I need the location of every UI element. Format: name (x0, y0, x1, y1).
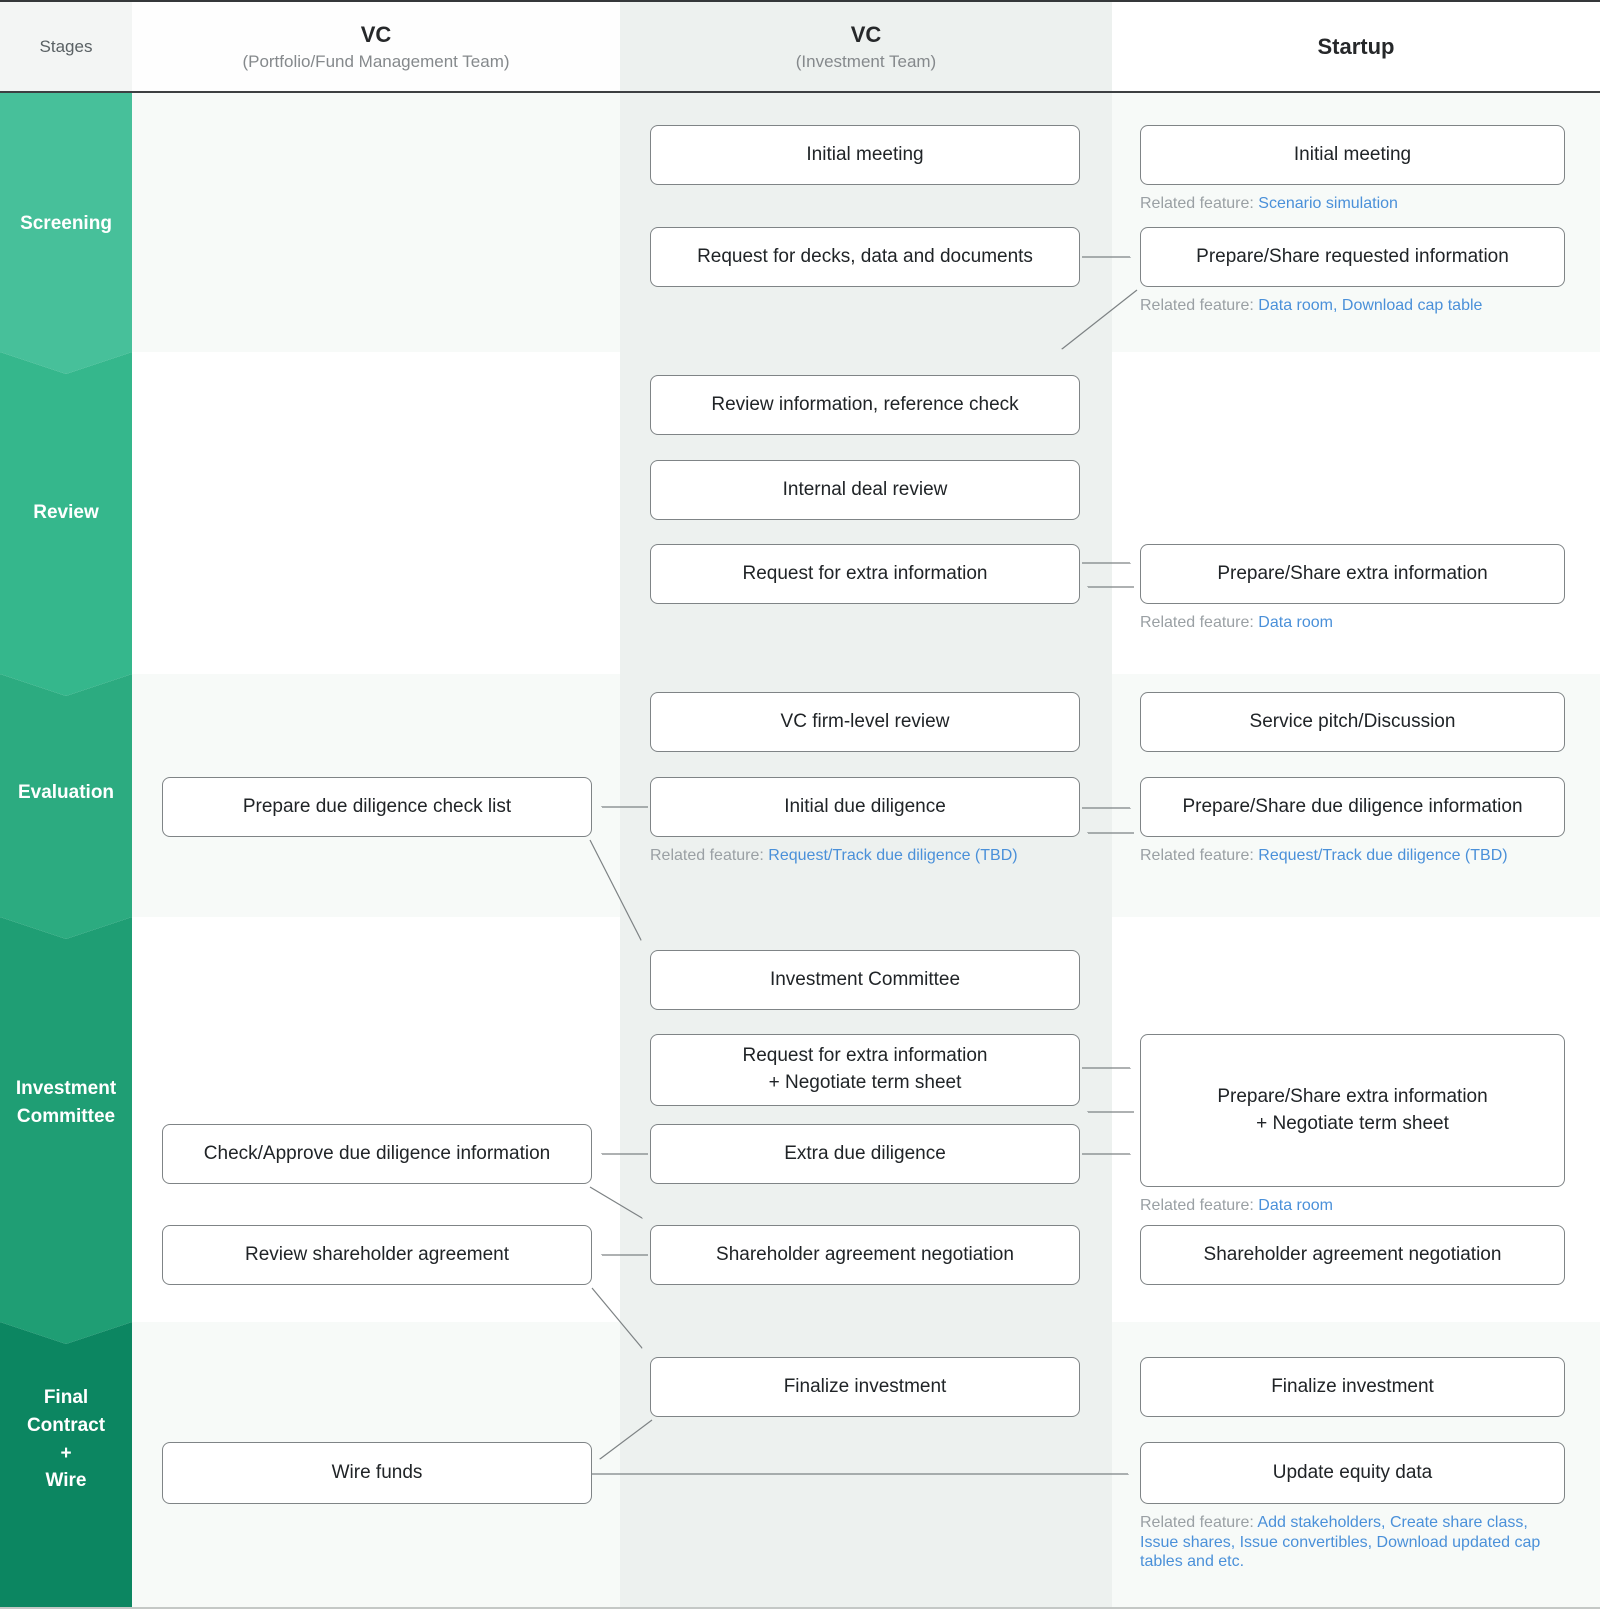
node-label: Shareholder agreement negotiation (1203, 1243, 1502, 1265)
related-feature-link[interactable]: Data room, Download cap table (1258, 297, 1483, 314)
related-feature: Related feature: Request/Track due dilig… (1140, 846, 1565, 866)
stage-review: Review (0, 352, 132, 696)
stage-label: Final Contract + Wire (26, 1387, 106, 1492)
node-label: Update equity data (1272, 1461, 1433, 1483)
node-prepare-requested-info: Prepare/Share requested information (1140, 227, 1565, 287)
node-prepare-extra-negotiate: Prepare/Share extra information + Negoti… (1140, 1034, 1565, 1187)
related-prefix: Related feature: (1140, 614, 1259, 631)
node-label: Initial meeting (1293, 143, 1412, 165)
stage-investment-committee: Investment Committee (0, 917, 132, 1344)
node-label: Prepare due diligence check list (242, 795, 512, 817)
node-label: + Negotiate term sheet (768, 1072, 962, 1093)
related-feature: Related feature: Scenario simulation (1140, 194, 1565, 214)
related-prefix: Related feature: (1140, 1514, 1258, 1531)
stage-evaluation: Evaluation (0, 674, 132, 939)
column-header-startup: Startup (1112, 2, 1600, 91)
related-feature-link[interactable]: Data room (1258, 1197, 1333, 1214)
node-vc-initial-meeting: Initial meeting (650, 125, 1080, 185)
node-request-extra-negotiate: Request for extra information + Negotiat… (650, 1034, 1080, 1106)
node-label: Review shareholder agreement (244, 1243, 510, 1265)
node-prepare-extra-info: Prepare/Share extra information (1140, 544, 1565, 604)
node-label: Check/Approve due diligence information (203, 1142, 551, 1164)
related-prefix: Related feature: (1140, 297, 1259, 314)
node-service-pitch: Service pitch/Discussion (1140, 692, 1565, 752)
node-label: Review information, reference check (711, 393, 1019, 415)
related-feature-link[interactable]: Request/Track due diligence (TBD) (1258, 847, 1508, 864)
related-prefix: Related feature: (1140, 195, 1259, 212)
column-subtitle: (Investment Team) (795, 51, 937, 71)
stage-screening: Screening (0, 93, 132, 374)
node-label: Prepare/Share extra information (1217, 562, 1488, 584)
column-title: VC (850, 22, 882, 48)
node-startup-initial-meeting: Initial meeting (1140, 125, 1565, 185)
related-prefix: Related feature: (1140, 1197, 1259, 1214)
node-label: Request for decks, data and documents (697, 245, 1033, 267)
node-label: + Negotiate term sheet (1256, 1112, 1449, 1134)
node-label: Prepare/Share extra information (1217, 1085, 1488, 1107)
related-prefix: Related feature: (650, 847, 769, 864)
related-feature-link[interactable]: Add stakeholders, Create share class, Is… (1140, 1514, 1541, 1571)
node-update-equity-data: Update equity data (1140, 1442, 1565, 1504)
node-vc-firm-level-review: VC firm-level review (650, 692, 1080, 752)
node-label: Initial meeting (806, 143, 924, 165)
node-check-approve-dd: Check/Approve due diligence information (162, 1124, 592, 1184)
related-feature-link[interactable]: Scenario simulation (1258, 195, 1398, 212)
node-label: Prepare/Share requested information (1196, 245, 1509, 267)
related-feature: Related feature: Request/Track due dilig… (650, 846, 1080, 866)
related-feature-link[interactable]: Data room (1258, 614, 1333, 631)
header-row: Stages VC (Portfolio/Fund Management Tea… (0, 2, 1600, 93)
node-initial-due-diligence: Initial due diligence (650, 777, 1080, 837)
node-label: Service pitch/Discussion (1249, 710, 1456, 732)
node-label: Extra due diligence (784, 1142, 946, 1164)
column-subtitle: (Portfolio/Fund Management Team) (242, 51, 510, 71)
stage-label: Evaluation (17, 781, 115, 803)
node-label: Request for extra information (742, 562, 988, 584)
node-review-information: Review information, reference check (650, 375, 1080, 435)
node-prepare-dd-checklist: Prepare due diligence check list (162, 777, 592, 837)
stage-final-contract-wire: Final Contract + Wire (0, 1322, 132, 1607)
node-request-decks: Request for decks, data and documents (650, 227, 1080, 287)
node-internal-deal-review: Internal deal review (650, 460, 1080, 520)
node-label: Request for extra information (742, 1045, 988, 1067)
related-feature: Related feature: Data room, Download cap… (1140, 296, 1565, 316)
node-label: VC firm-level review (780, 710, 950, 732)
node-review-shareholder-agreement: Review shareholder agreement (162, 1225, 592, 1285)
node-extra-due-diligence: Extra due diligence (650, 1124, 1080, 1184)
stage-label: Investment Committee (15, 1077, 117, 1127)
node-investment-committee: Investment Committee (650, 950, 1080, 1010)
node-prepare-dd-info: Prepare/Share due diligence information (1140, 777, 1565, 837)
stages-header-label: Stages (39, 36, 93, 56)
node-label: Prepare/Share due diligence information (1182, 795, 1523, 817)
related-feature-link[interactable]: Request/Track due diligence (TBD) (768, 847, 1018, 864)
column-title: Startup (1317, 33, 1395, 59)
node-shareholder-negotiation-vc: Shareholder agreement negotiation (650, 1225, 1080, 1285)
column-title: VC (360, 22, 392, 48)
node-label: Finalize investment (1271, 1375, 1434, 1397)
node-label: Investment Committee (769, 968, 961, 990)
column-header-vc-portfolio: VC (Portfolio/Fund Management Team) (132, 2, 620, 91)
node-label: Internal deal review (782, 478, 948, 500)
node-finalize-investment-vc: Finalize investment (650, 1357, 1080, 1417)
related-feature: Related feature: Add stakeholders, Creat… (1140, 1513, 1565, 1572)
node-shareholder-negotiation-startup: Shareholder agreement negotiation (1140, 1225, 1565, 1285)
node-wire-funds: Wire funds (162, 1442, 592, 1504)
node-finalize-investment-startup: Finalize investment (1140, 1357, 1565, 1417)
related-feature: Related feature: Data room (1140, 1196, 1565, 1216)
node-request-extra-info: Request for extra information (650, 544, 1080, 604)
node-label: Shareholder agreement negotiation (716, 1243, 1014, 1265)
related-prefix: Related feature: (1140, 847, 1259, 864)
related-feature: Related feature: Data room (1140, 613, 1565, 633)
node-label: Wire funds (331, 1461, 423, 1483)
stage-label: Review (33, 502, 99, 524)
stage-label: Screening (20, 212, 112, 234)
node-label: Initial due diligence (784, 795, 946, 817)
bottom-divider (0, 1607, 1600, 1609)
node-label: Finalize investment (783, 1375, 947, 1397)
stages-header: Stages (0, 2, 132, 91)
column-header-vc-investment: VC (Investment Team) (620, 2, 1112, 91)
